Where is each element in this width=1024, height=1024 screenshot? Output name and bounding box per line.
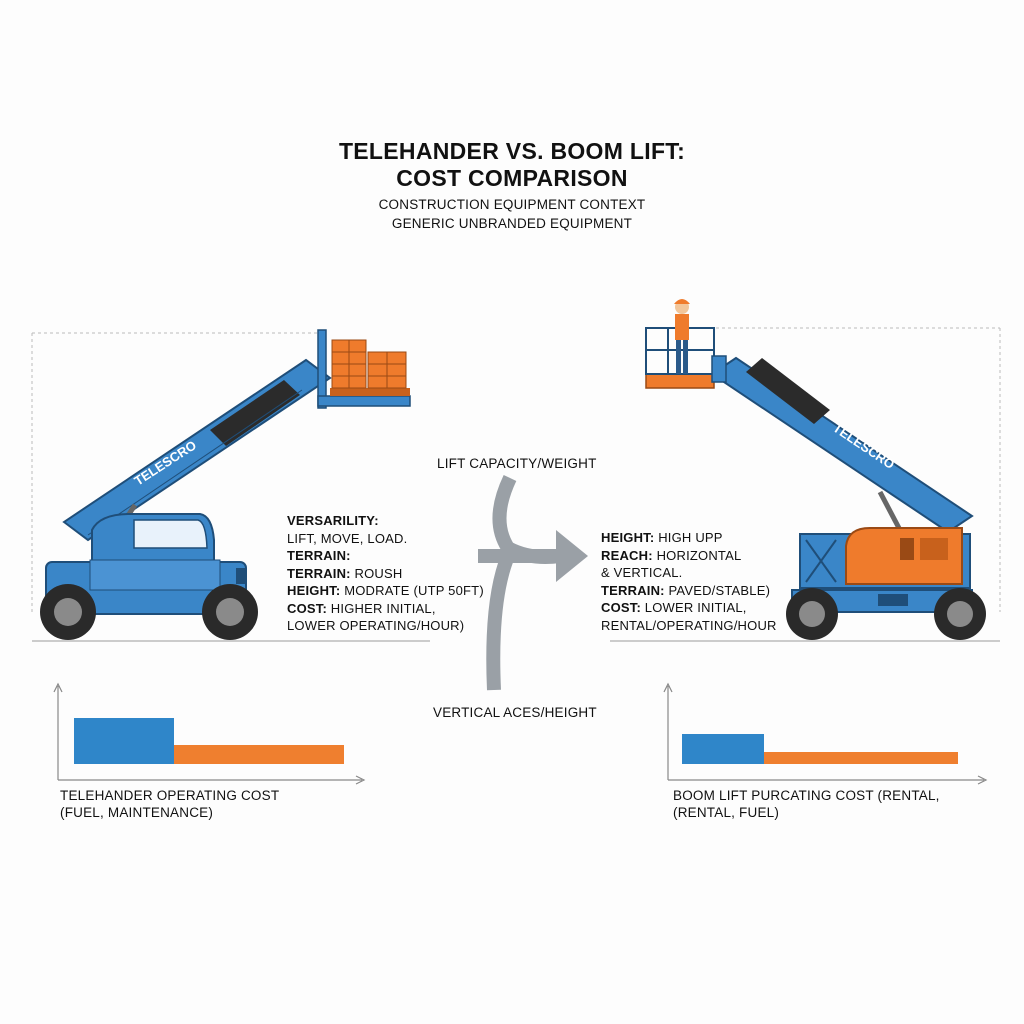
arrow-head xyxy=(556,530,588,582)
subtitle-line-2: GENERIC UNBRANDED EQUIPMENT xyxy=(391,216,633,231)
telehandler-chart-caption: TELEHANDER OPERATING COST (FUEL, MAINTEN… xyxy=(60,787,279,821)
telehandler-spec-line: COST: HIGHER INITIAL, xyxy=(287,600,487,618)
boom-lift-cost-chart xyxy=(663,682,988,785)
boom-lift-chart-caption-line-2: (RENTAL, FUEL) xyxy=(673,805,780,820)
telehandler-spec-value: LOWER OPERATING/HOUR) xyxy=(287,618,465,633)
boom-lift-spec-key: COST: xyxy=(601,600,641,615)
telehandler-spec-key: VERSARILITY: xyxy=(287,513,379,528)
subtitle-line-1: CONSTRUCTION EQUIPMENT CONTEXT xyxy=(378,197,646,212)
telehandler-spec-key: COST: xyxy=(287,600,327,616)
boom-lift-spec-value: LOWER INITIAL, xyxy=(641,600,747,615)
center-top-label: LIFT CAPACITY/WEIGHT xyxy=(437,456,597,471)
boom-lift-spec-value: HORIZONTAL xyxy=(652,547,742,563)
telehandler-spec-value: MODRATE (UTP 50FT) xyxy=(340,583,484,598)
boom-lift-boom: TELESCRO xyxy=(710,356,974,534)
telehandler-cost-bar-blue xyxy=(74,718,174,764)
boom-lift-spec-line: COST: LOWER INITIAL, xyxy=(601,599,791,617)
center-comparison-arrow xyxy=(478,474,561,691)
telehandler-spec-key: TERRAIN: xyxy=(287,548,351,563)
telehandler-body xyxy=(45,513,247,615)
telehandler-spec-value: HIGHER INITIAL, xyxy=(327,600,436,616)
telehandler-spec-key: HEIGHT: xyxy=(287,583,341,598)
boom-lift-spec-key: HEIGHT: xyxy=(601,530,655,545)
telehandler-spec-line: TERRAIN: xyxy=(287,547,487,565)
boom-lift-spec-value: PAVED/STABLE) xyxy=(664,582,771,598)
boom-lift-spec-line: REACH: HORIZONTAL xyxy=(601,547,791,565)
boom-lift-height-dimension xyxy=(716,327,1001,612)
telehandler-chart-caption-line-2: (FUEL, MAINTENANCE) xyxy=(60,805,214,820)
boom-lift-wheels xyxy=(786,588,986,640)
boom-lift-spec-value: & VERTICAL. xyxy=(601,565,683,580)
title-line-2: COST COMPARISON xyxy=(396,165,628,191)
boom-lift-spec-key: REACH: xyxy=(601,547,653,563)
telehandler-spec-value: ROUSH xyxy=(350,565,403,581)
boom-lift-chart-caption: BOOM LIFT PURCATING COST (RENTAL, (RENTA… xyxy=(673,787,940,821)
boom-lift-cost-bar-blue xyxy=(682,734,764,764)
title-line-1: TELEHANDER VS. BOOM LIFT: xyxy=(338,138,686,164)
telehandler-height-dimension xyxy=(31,332,318,612)
boom-lift-body xyxy=(791,527,973,613)
telehandler-chart-caption-line-1: TELEHANDER OPERATING COST xyxy=(60,788,280,803)
telehandler-machine: TELESCRO xyxy=(31,329,430,642)
boom-lift-spec-line: HEIGHT: HIGH UPP xyxy=(601,529,791,547)
boom-lift-cost-bar-orange xyxy=(764,752,958,764)
telehandler-spec-key: TERRAIN: xyxy=(287,565,351,581)
boom-lift-spec-key: TERRAIN: xyxy=(601,582,665,598)
telehandler-spec-value: LIFT, MOVE, LOAD. xyxy=(287,530,408,546)
telehandler-fork-pallet xyxy=(317,329,411,409)
telehandler-wheels xyxy=(40,584,258,640)
boom-lift-spec-line: TERRAIN: PAVED/STABLE) xyxy=(601,582,791,600)
telehandler-spec-line: LOWER OPERATING/HOUR) xyxy=(287,617,487,635)
worker-figure xyxy=(674,299,690,374)
telehandler-spec-line: HEIGHT: MODRATE (UTP 50FT) xyxy=(287,582,487,600)
telehandler-spec-list: VERSARILITY:LIFT, MOVE, LOAD.TERRAIN:TER… xyxy=(287,512,487,635)
boom-lift-spec-value: RENTAL/OPERATING/HOUR xyxy=(601,617,777,633)
telehandler-cost-chart xyxy=(53,682,366,785)
telehandler-spec-line: LIFT, MOVE, LOAD. xyxy=(287,530,487,548)
boom-lift-spec-line: & VERTICAL. xyxy=(601,564,791,582)
boom-lift-chart-caption-line-1: BOOM LIFT PURCATING COST (RENTAL, xyxy=(673,788,940,803)
center-bottom-label: VERTICAL ACES/HEIGHT xyxy=(433,705,597,720)
boom-lift-spec-line: RENTAL/OPERATING/HOUR xyxy=(601,617,791,635)
boom-lift-spec-value: HIGH UPP xyxy=(654,530,723,545)
telehandler-cost-bar-orange xyxy=(174,745,344,764)
telehandler-spec-line: TERRAIN: ROUSH xyxy=(287,565,487,583)
telehandler-spec-line: VERSARILITY: xyxy=(287,512,487,530)
boom-lift-machine: TELESCRO xyxy=(610,299,1001,642)
